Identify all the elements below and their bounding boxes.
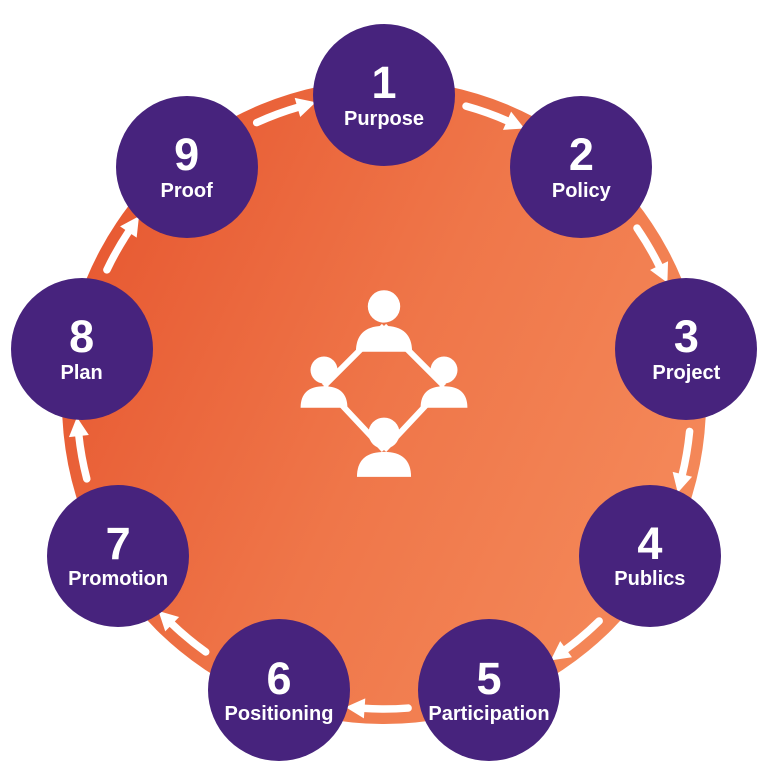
person-top-icon [355, 290, 413, 352]
step-number: 8 [69, 310, 95, 362]
person-bottom-icon [356, 417, 412, 477]
step-number: 9 [174, 128, 200, 180]
step-number: 3 [673, 310, 699, 362]
step-label: Proof [160, 179, 213, 202]
people-network-icon [300, 290, 468, 477]
step-label: Policy [551, 179, 611, 202]
step-number: 7 [105, 517, 131, 569]
step-number: 5 [476, 652, 502, 704]
cycle-arrowhead [502, 111, 525, 130]
step-label: Participation [428, 703, 550, 726]
network-lines [321, 323, 447, 453]
cycle-arrowhead [158, 611, 180, 632]
step-number: 4 [637, 517, 663, 569]
step-label: Plan [60, 361, 103, 384]
person-right-icon [420, 356, 468, 408]
cycle-arrowhead [672, 471, 693, 493]
cycle-arrowhead [294, 97, 316, 118]
cycle-arrowhead [68, 417, 89, 438]
step-label: Positioning [224, 703, 334, 726]
person-left-icon [300, 356, 348, 408]
step-label: Publics [614, 568, 686, 591]
step-number: 2 [568, 128, 594, 180]
cycle-arrowhead [650, 261, 669, 283]
cycle-arrowhead [120, 216, 139, 238]
step-number: 6 [266, 652, 292, 704]
step-number: 1 [371, 57, 397, 109]
step-label: Promotion [68, 568, 169, 591]
step-label: Purpose [343, 107, 425, 130]
step-label: Project [652, 361, 721, 384]
cycle-arrowhead [550, 641, 572, 661]
cycle-arrowhead [345, 698, 366, 719]
